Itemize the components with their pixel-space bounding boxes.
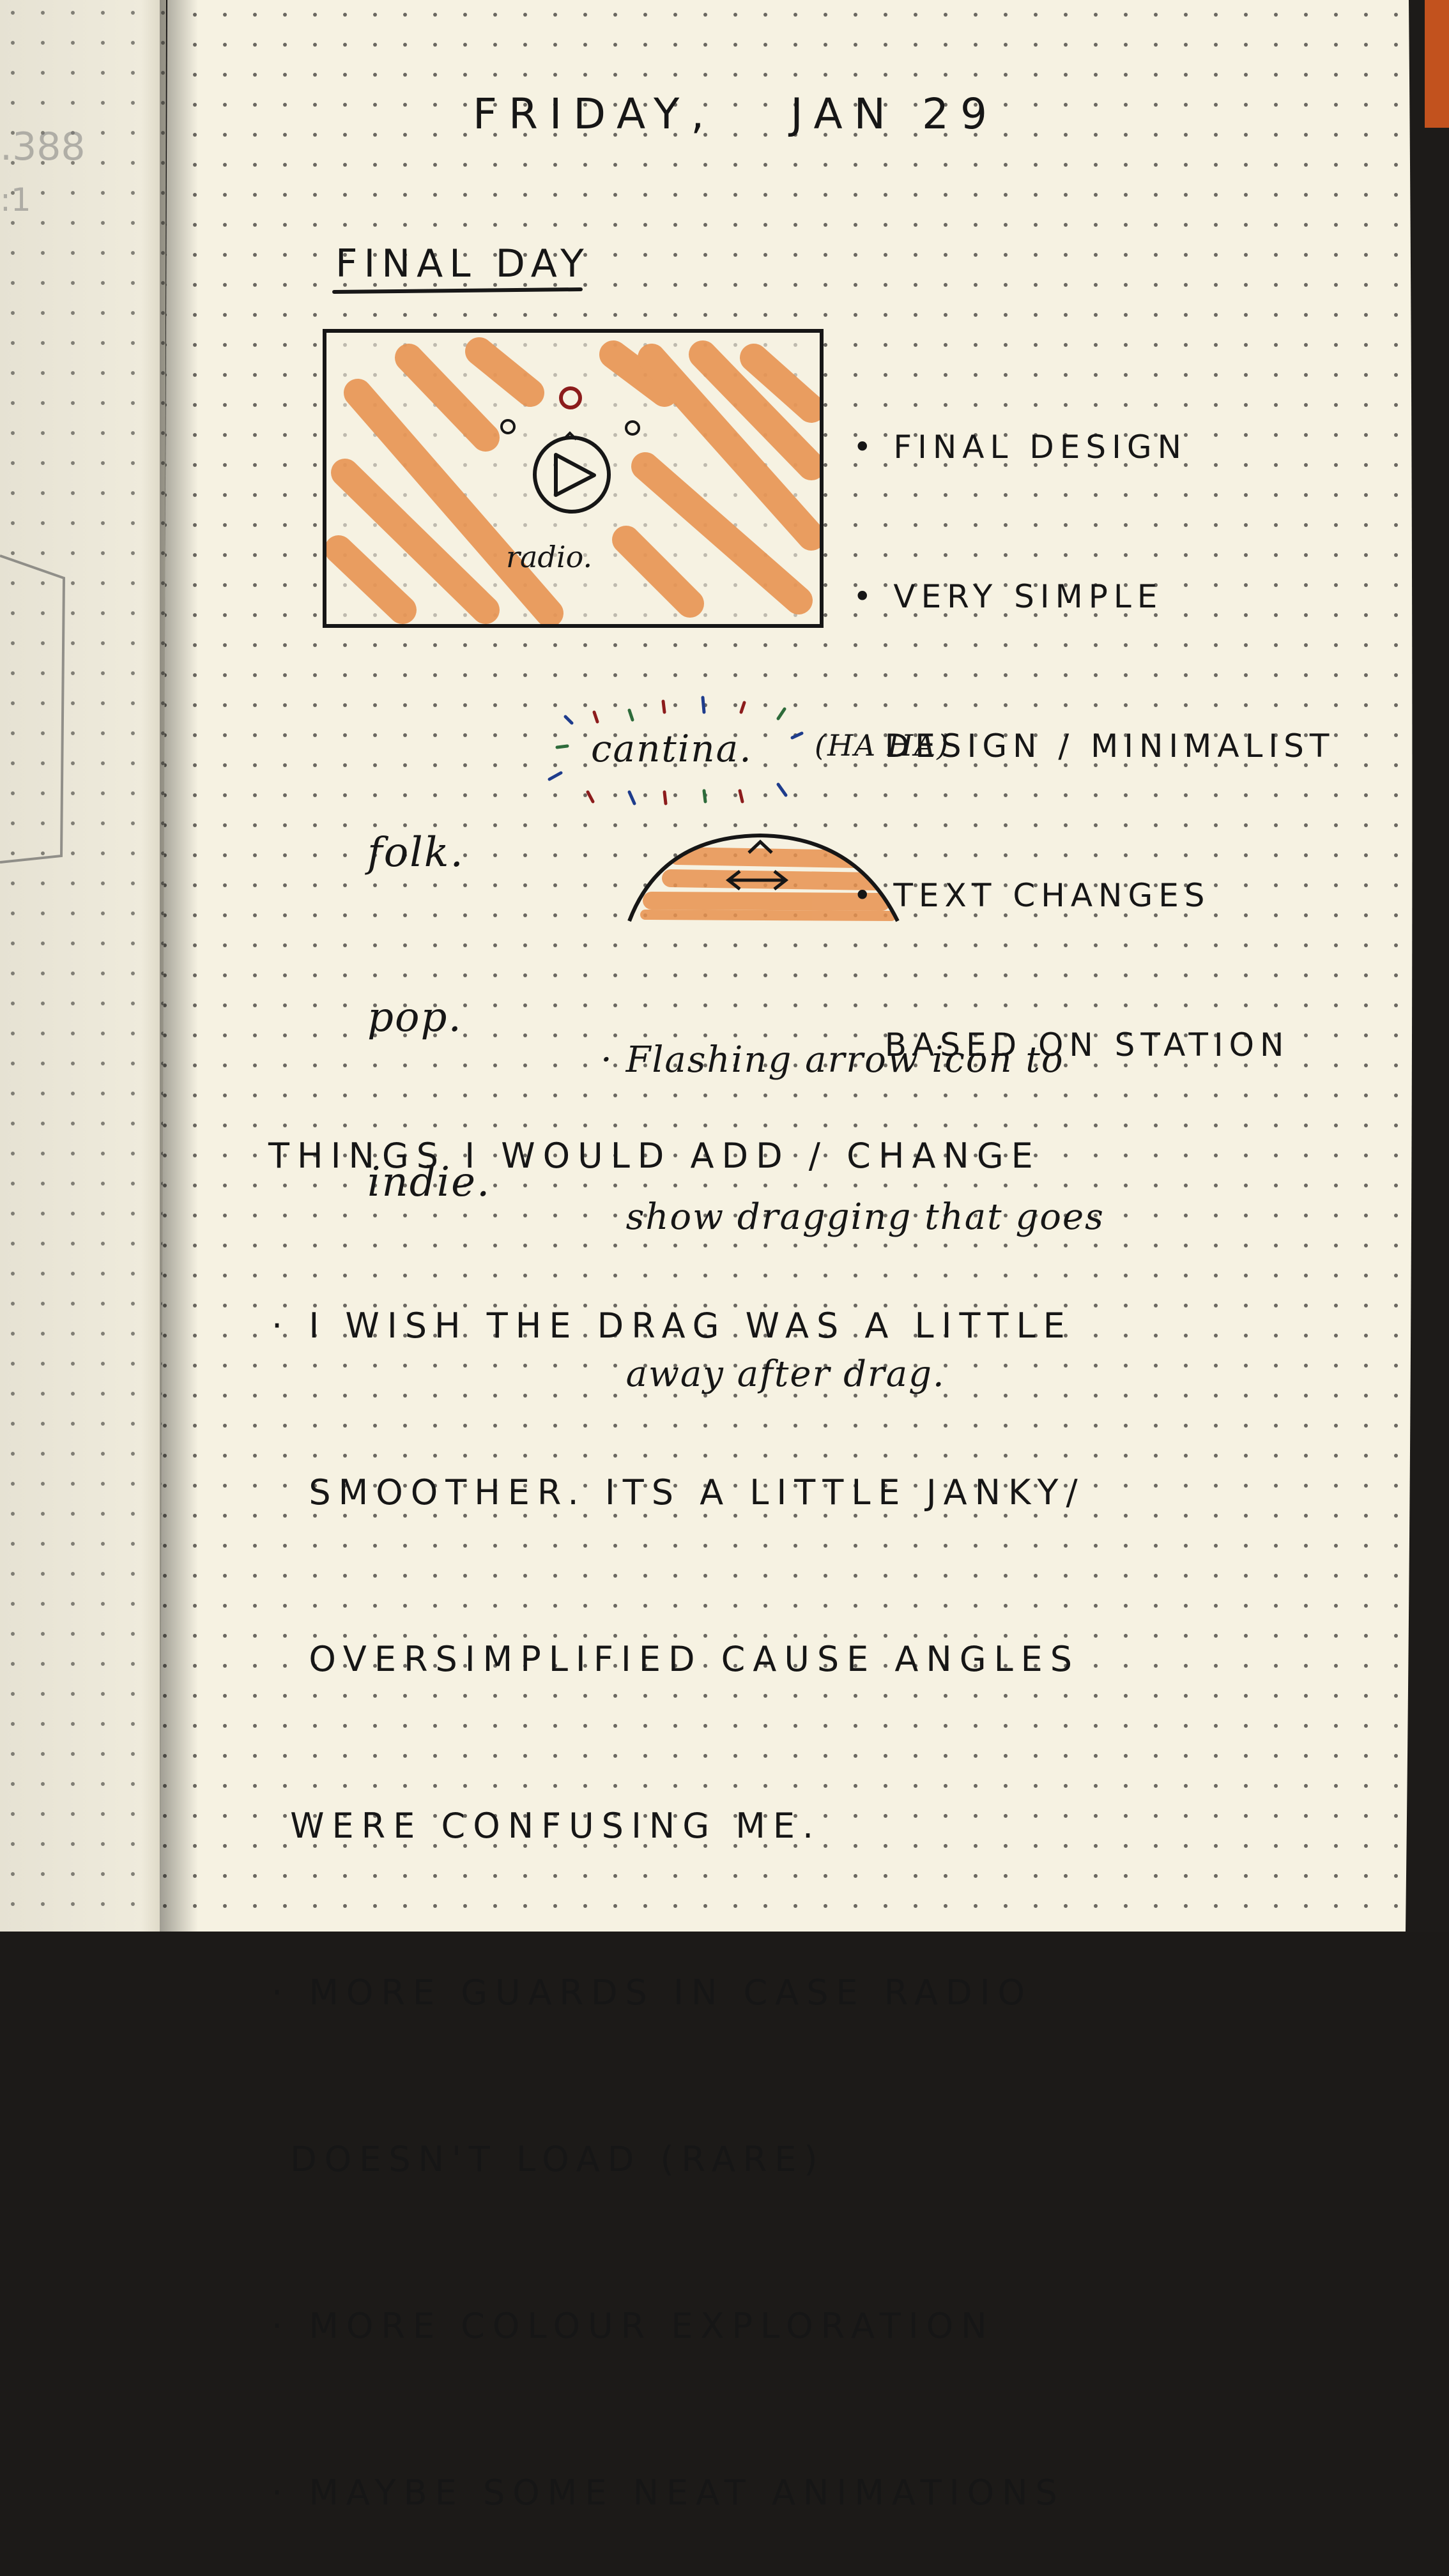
list-item: DOESN'T LOAD (RARE) <box>272 2139 825 2179</box>
changes-list: · I WISH THE DRAG WAS A LITTLE SMOOTHER.… <box>272 1187 1085 2576</box>
list-item: • FINAL DESIGN <box>853 429 1187 466</box>
list-item: show dragging that goes <box>601 1196 1105 1238</box>
list-item: WERE CONFUSING ME. <box>272 1806 822 1846</box>
sketch-label: radio. <box>506 540 592 574</box>
list-item: DESIGN / MINIMALIST <box>853 728 1335 765</box>
svg-text:.388: .388 <box>0 125 86 169</box>
notebook-photo: .388 :1 radio. <box>0 0 1449 1932</box>
list-item: · I WISH THE DRAG WAS A LITTLE <box>272 1306 1073 1346</box>
list-item: • TEXT CHANGES <box>853 877 1211 914</box>
list-item: · MAYBE SOME NEAT ANIMATIONS <box>272 2473 1065 2513</box>
genre-list: folk. pop. indie. <box>367 715 491 1265</box>
page-heading: FINAL DAY <box>335 241 590 286</box>
page-date: FRIDAY, JAN 29 <box>473 89 999 139</box>
design-bullets: • FINAL DESIGN • VERY SIMPLE DESIGN / MI… <box>853 323 1335 1120</box>
radio-sketch: radio. <box>323 329 824 628</box>
list-item: · MORE COLOUR EXPLORATION <box>272 2306 995 2346</box>
list-item: SMOOTHER. ITS A LITTLE JANKY/ <box>272 1472 1085 1513</box>
drag-dome-sketch <box>627 833 900 922</box>
station-name: cantina. <box>591 727 753 770</box>
changes-title: THINGS I WOULD ADD / CHANGE <box>268 1136 1041 1176</box>
list-item: folk. <box>367 829 464 876</box>
list-item: indie. <box>367 1159 491 1206</box>
list-item: pop. <box>367 994 463 1041</box>
list-item: · Flashing arrow icon to <box>601 1039 1064 1081</box>
svg-text::1: :1 <box>0 181 31 218</box>
sparkle-lines <box>548 696 804 805</box>
list-item: • VERY SIMPLE <box>853 578 1163 615</box>
list-item: BASED ON STATION <box>853 1026 1290 1063</box>
list-item: · MORE GUARDS IN CASE RADIO <box>272 1972 1033 2013</box>
list-item: OVERSIMPLIFIED CAUSE ANGLES <box>272 1639 1080 1679</box>
drag-note: · Flashing arrow icon to show dragging t… <box>601 929 1105 1453</box>
list-item: away after drag. <box>601 1353 946 1395</box>
station-aside: (HA HA) <box>815 728 950 763</box>
